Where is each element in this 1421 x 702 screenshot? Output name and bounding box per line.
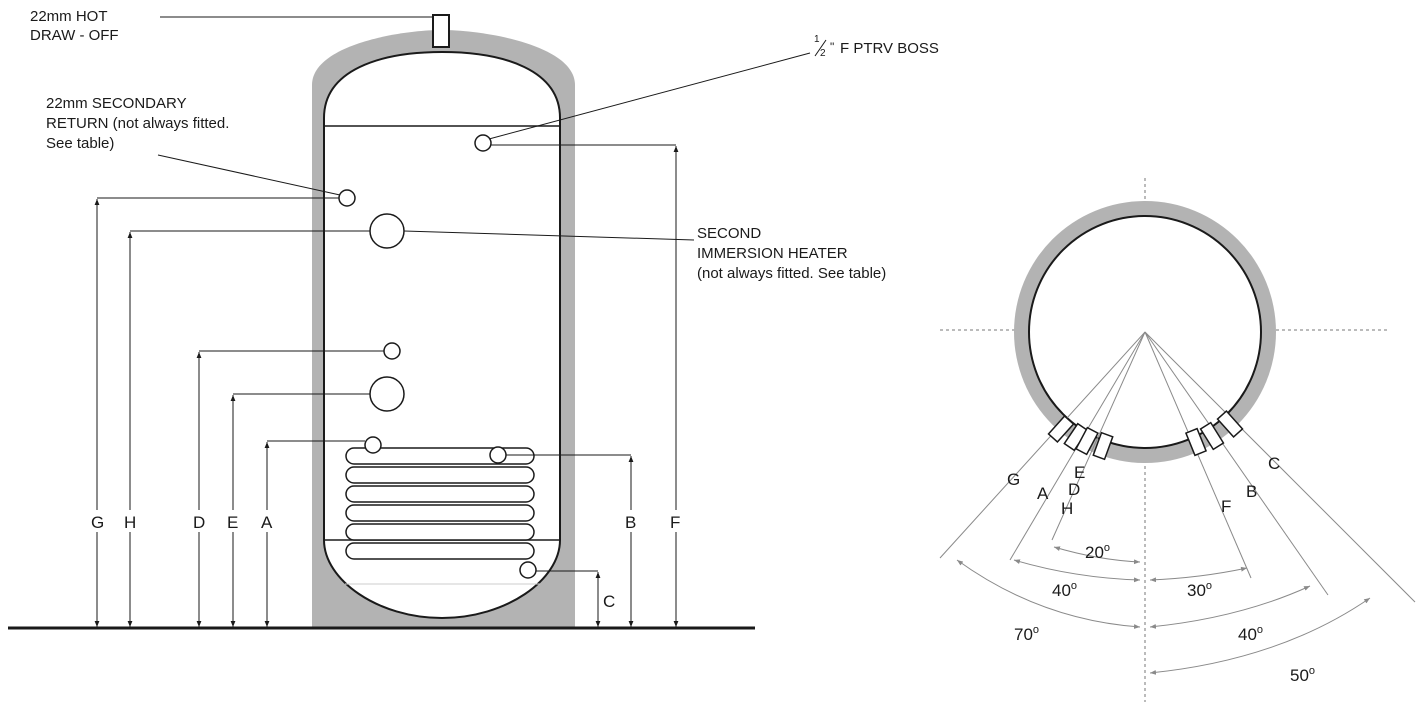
plan-label-c: C (1268, 454, 1280, 473)
second-immersion-port (369, 213, 405, 249)
port-e (369, 376, 405, 412)
angle-arcs (956, 546, 1371, 675)
plan-connection-letters: G A D E H F B C (1007, 454, 1280, 518)
port-d (383, 342, 401, 360)
side-view: 22mm HOT DRAW - OFF 1 2 " F PTRV BOSS 22… (8, 8, 939, 630)
ptrv-boss-port (474, 134, 492, 152)
hot-draw-off-label-1: 22mm HOT (30, 8, 108, 25)
plan-view: G A D E H F B C 20o 40o 30o 70o 40o 50o (939, 178, 1416, 702)
hot-draw-off-label-2: DRAW - OFF (30, 27, 119, 44)
plan-angle-labels: 20o 40o 30o 70o 40o 50o (1014, 542, 1315, 685)
radial-lines (939, 331, 1416, 603)
leader-secondary-return (157, 154, 341, 196)
dim-label-d: D (193, 513, 205, 532)
ptrv-inch-mark: " (830, 40, 834, 54)
plan-label-a: A (1037, 484, 1049, 503)
second-immersion-label-3: (not always fitted. See table) (697, 265, 886, 282)
ptrv-fraction-num: 1 (814, 34, 820, 45)
dim-label-g: G (91, 513, 104, 532)
angle-label-70: 70o (1014, 624, 1039, 644)
dim-label-b: B (625, 513, 636, 532)
port-a (364, 436, 382, 454)
plan-label-g: G (1007, 470, 1020, 489)
ptrv-fraction-den: 2 (820, 48, 826, 59)
plan-label-e: E (1074, 463, 1085, 482)
secondary-return-port (338, 189, 356, 207)
dim-label-c: C (603, 592, 615, 611)
plan-label-b: B (1246, 482, 1257, 501)
dim-label-h: H (124, 513, 136, 532)
dim-label-a: A (261, 513, 273, 532)
arc-30 (1149, 566, 1248, 583)
arc-70 (956, 559, 1141, 629)
dimension-letters: G H D E A B F C (87, 510, 686, 611)
leader-second-immersion (403, 230, 695, 241)
port-b (489, 446, 507, 464)
connection-stubs (1047, 410, 1244, 461)
arc-50 (1149, 597, 1371, 675)
plan-label-d: D (1068, 480, 1080, 499)
ptrv-boss-label: F PTRV BOSS (840, 40, 939, 57)
second-immersion-label-1: SECOND (697, 225, 761, 242)
second-immersion-label-2: IMMERSION HEATER (697, 245, 848, 262)
dim-label-f: F (670, 513, 680, 532)
angle-label-20: 20o (1085, 542, 1110, 562)
heating-coil (345, 447, 535, 560)
arc-40-right (1149, 585, 1311, 629)
secondary-return-label-1: 22mm SECONDARY (46, 95, 187, 112)
angle-label-40-left: 40o (1052, 580, 1077, 600)
secondary-return-label-3: See table) (46, 135, 114, 152)
angle-label-50: 50o (1290, 665, 1315, 685)
angle-label-40-right: 40o (1238, 624, 1263, 644)
secondary-return-label-2: RETURN (not always fitted. (46, 115, 229, 132)
port-c (519, 561, 537, 579)
dim-label-e: E (227, 513, 238, 532)
plan-label-f: F (1221, 497, 1231, 516)
plan-label-h: H (1061, 499, 1073, 518)
angle-label-30: 30o (1187, 580, 1212, 600)
arc-40-left (1013, 559, 1141, 583)
ptrv-label: 1 2 " F PTRV BOSS (814, 34, 939, 59)
leader-ptrv (488, 52, 811, 140)
hot-draw-off-pipe (432, 14, 450, 48)
